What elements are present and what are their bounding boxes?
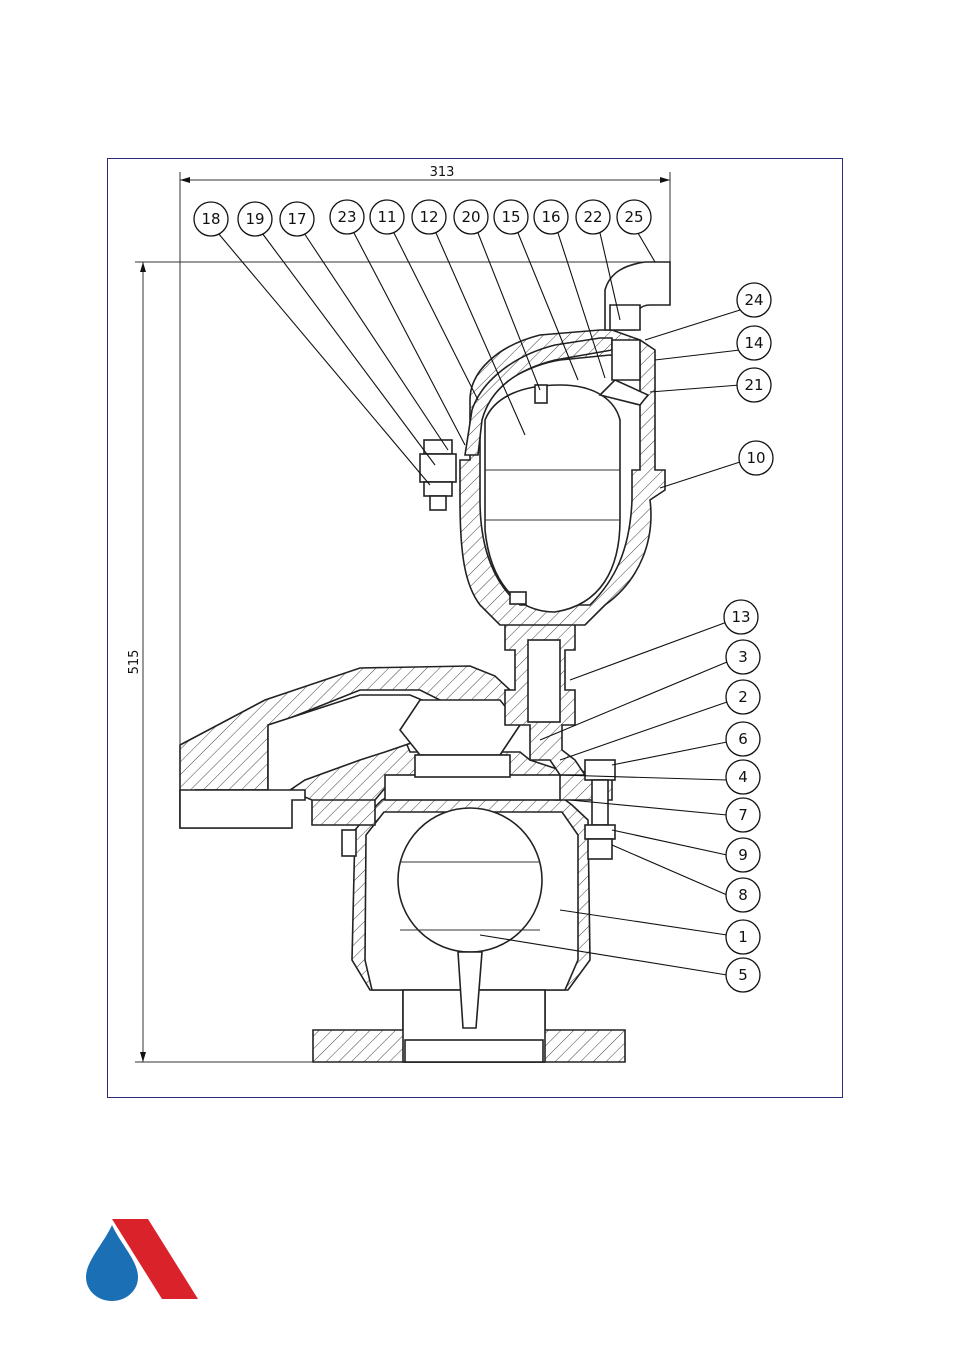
callout-19: 19	[238, 202, 272, 236]
svg-text:23: 23	[337, 208, 356, 226]
callout-2: 2	[726, 680, 760, 714]
callout-17: 17	[280, 202, 314, 236]
svg-text:8: 8	[738, 886, 748, 904]
callout-4: 4	[726, 760, 760, 794]
callout-11: 11	[370, 200, 404, 234]
company-logo	[82, 1215, 202, 1303]
svg-text:17: 17	[287, 210, 306, 228]
callout-3: 3	[726, 640, 760, 674]
svg-text:20: 20	[461, 208, 480, 226]
callout-9: 9	[726, 838, 760, 872]
callout-13: 13	[724, 600, 758, 634]
callout-8: 8	[726, 878, 760, 912]
svg-text:16: 16	[541, 208, 560, 226]
svg-text:10: 10	[746, 449, 765, 467]
callout-25: 25	[617, 200, 651, 234]
callout-7: 7	[726, 798, 760, 832]
svg-text:11: 11	[377, 208, 396, 226]
width-dimension-label: 313	[430, 165, 455, 180]
svg-text:1: 1	[738, 928, 748, 946]
callouts-top: 18 19 17 23 11 12 20 15 16 22 25	[194, 200, 651, 236]
svg-text:25: 25	[624, 208, 643, 226]
callout-23: 23	[330, 200, 364, 234]
callout-14: 14	[737, 326, 771, 360]
svg-text:4: 4	[738, 768, 748, 786]
callout-18: 18	[194, 202, 228, 236]
svg-text:19: 19	[245, 210, 264, 228]
callout-21: 21	[737, 368, 771, 402]
svg-text:22: 22	[583, 208, 602, 226]
svg-text:5: 5	[738, 966, 748, 984]
callouts-right: 24 14 21 10 13 3 2 6 4 7 9 8 1 5	[724, 283, 773, 992]
height-dimension-label: 515	[127, 650, 142, 675]
callout-5: 5	[726, 958, 760, 992]
svg-text:14: 14	[744, 334, 763, 352]
callout-20: 20	[454, 200, 488, 234]
callout-22: 22	[576, 200, 610, 234]
svg-text:6: 6	[738, 730, 748, 748]
svg-text:9: 9	[738, 846, 748, 864]
callout-1: 1	[726, 920, 760, 954]
callout-6: 6	[726, 722, 760, 756]
svg-text:21: 21	[744, 376, 763, 394]
svg-text:7: 7	[738, 806, 748, 824]
svg-text:2: 2	[738, 688, 748, 706]
svg-text:3: 3	[738, 648, 748, 666]
svg-text:12: 12	[419, 208, 438, 226]
svg-text:24: 24	[744, 291, 763, 309]
callout-16: 16	[534, 200, 568, 234]
callout-24: 24	[737, 283, 771, 317]
callout-12: 12	[412, 200, 446, 234]
side-bolt	[420, 440, 456, 510]
svg-text:13: 13	[731, 608, 750, 626]
svg-text:15: 15	[501, 208, 520, 226]
svg-text:18: 18	[201, 210, 220, 228]
upper-float	[485, 385, 620, 612]
callout-15: 15	[494, 200, 528, 234]
callout-10: 10	[739, 441, 773, 475]
